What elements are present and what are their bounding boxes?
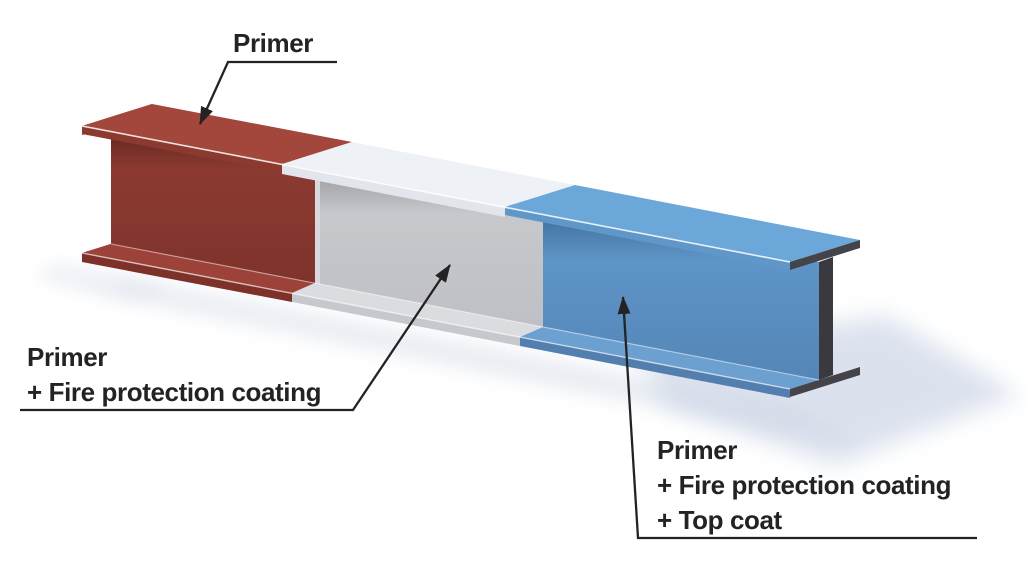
edge-highlights [81, 125, 820, 390]
primer-bottom-flange-top [82, 244, 315, 293]
fire-bottom-flange-edge [292, 293, 520, 346]
top-front-edge-highlight [81, 125, 791, 263]
leader-primer-fire [20, 264, 451, 412]
steel-end-web [819, 257, 833, 380]
label-primer-fire-top-line3: + Top coat [657, 505, 783, 535]
fire-bottom-flange-top [292, 283, 543, 337]
primer-top-flange-top [82, 104, 352, 164]
steel-end-face [790, 240, 860, 397]
fire-top-flange-edge [282, 164, 505, 217]
leader-lines [20, 60, 977, 540]
leader-primer-fire-top [617, 296, 977, 540]
label-primer: Primer [233, 28, 313, 58]
bottom-front-edge-highlight [81, 252, 791, 390]
steel-end-top-flange [790, 240, 860, 270]
topcoat-bottom-flange-top [520, 327, 819, 389]
leader-primer [198, 60, 337, 125]
label-primer-fire-line1: Primer [27, 342, 107, 372]
label-primer-fire-top-line1: Primer [657, 435, 737, 465]
topcoat-top-flange-top [505, 185, 860, 262]
fire-web-left-edge [315, 165, 320, 284]
primer-bottom-flange-edge [82, 253, 292, 302]
topcoat-top-flange-edge [505, 207, 790, 270]
labels: Primer Primer + Fire protection coating … [27, 28, 951, 535]
steel-beam [81, 104, 860, 398]
topcoat-bottom-flange-edge [520, 337, 790, 398]
web-flange-junction-highlight [110, 243, 820, 381]
steel-end-bottom-flange [790, 367, 860, 397]
label-primer-fire-line2: + Fire protection coating [27, 377, 321, 407]
top-coat-section [505, 185, 860, 398]
label-primer-fire-top-line2: + Fire protection coating [657, 470, 951, 500]
fire-protection-section [282, 142, 575, 346]
primer-top-flange-edge [82, 126, 282, 172]
primer-section [82, 104, 352, 302]
fire-top-flange-top [282, 142, 575, 207]
